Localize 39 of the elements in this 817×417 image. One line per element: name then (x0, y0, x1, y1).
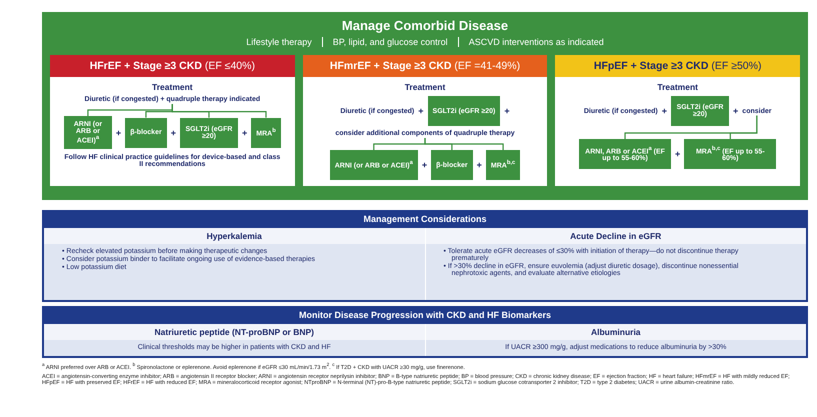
table-cell (426, 324, 806, 356)
column-heading: Hyperkalemia (44, 228, 424, 244)
plus-sign: + (733, 106, 738, 116)
bracket-line (172, 104, 267, 118)
section-heading: Treatment (657, 82, 698, 92)
section-heading: Treatment (152, 82, 193, 92)
plus-sign: + (170, 128, 176, 138)
section-panel (42, 306, 808, 358)
plus-sign: + (504, 106, 510, 116)
column-heading: Natriuretic peptide (NT-proBNP or BNP) (44, 324, 424, 340)
column-heading: Acute Decline in eGFR (426, 228, 806, 244)
column-heading: Albuminuria (426, 324, 806, 340)
therapy-panel (555, 55, 800, 186)
table-cell (44, 324, 424, 356)
panel-header: HFrEF + Stage ≥3 CKD (EF ≤40%) (50, 55, 295, 77)
plus-sign: + (116, 128, 122, 138)
section-heading: Treatment (404, 82, 446, 92)
table-cell (426, 228, 806, 300)
banner-panel (42, 12, 808, 200)
therapy-panel (50, 55, 295, 186)
section-header: Monitor Disease Progression with CKD and HF Biomarkers (298, 309, 552, 322)
panel-header: HFmrEF + Stage ≥3 CKD (EF =41-49%) (302, 55, 548, 77)
banner-title: Manage Comorbid Disease (342, 18, 508, 33)
therapy-panel (302, 55, 548, 186)
table-cell (44, 228, 424, 300)
section-panel (42, 210, 808, 302)
plus-sign: + (662, 106, 668, 116)
banner-item: Lifestyle therapy (246, 37, 312, 47)
plus-sign: + (418, 106, 424, 116)
plus-sign: + (422, 160, 428, 170)
banner-item: ASCVD interventions as indicated (468, 37, 604, 47)
bracket-line (730, 116, 758, 139)
banner-item: BP, lipid, and glucose control (332, 37, 448, 47)
section-header: Management Considerations (362, 213, 488, 226)
panel-header: HFpEF + Stage ≥3 CKD (EF ≥50%) (555, 55, 800, 77)
bracket-line (424, 138, 504, 150)
plus-sign: + (675, 149, 680, 159)
plus-sign: + (242, 128, 248, 138)
plus-sign: + (476, 160, 482, 170)
